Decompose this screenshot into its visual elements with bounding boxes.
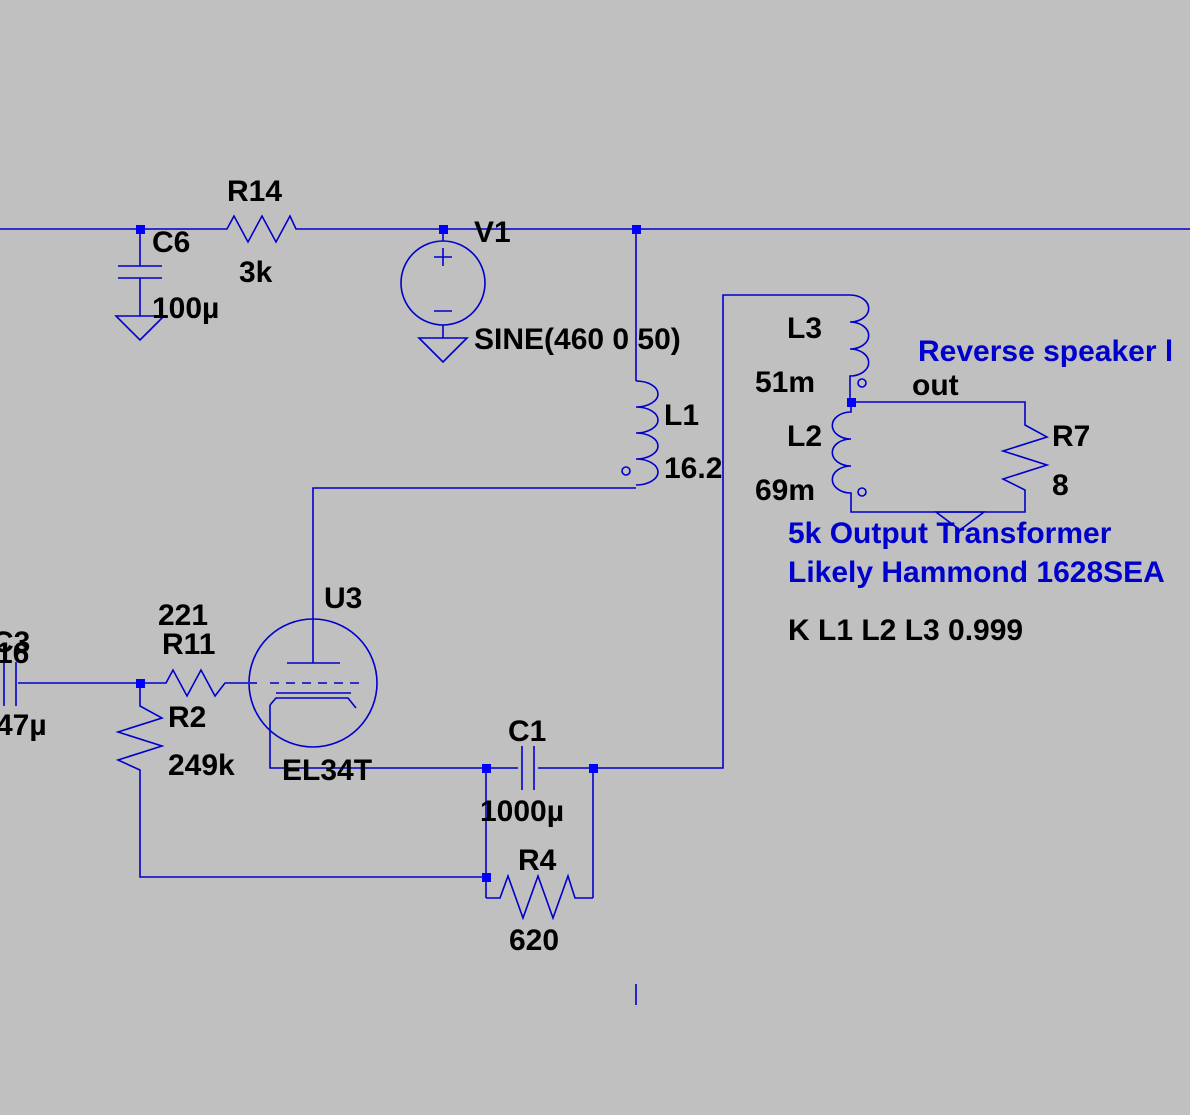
v1-ref: V1	[474, 216, 511, 249]
capacitor-c6-symbol[interactable]	[118, 265, 162, 279]
c6-ref: C6	[152, 226, 190, 259]
resistor-r4-symbol[interactable]	[486, 873, 593, 921]
left-cap-ref-b: 16	[0, 637, 29, 670]
wire-out-node[interactable]	[851, 401, 1026, 418]
wire-r7-bottom[interactable]	[850, 496, 1026, 513]
r7-value: 8	[1052, 469, 1069, 502]
v1-value: SINE(460 0 50)	[474, 323, 681, 356]
wires	[0, 228, 1190, 1005]
inductor-l2-symbol[interactable]	[831, 402, 867, 500]
u3-ref: U3	[324, 582, 362, 615]
l2-value: 69m	[755, 474, 815, 507]
tube-u3-symbol[interactable]	[248, 618, 378, 748]
ground-symbol-transformer	[933, 511, 987, 531]
left-cap-ref-a: C3	[0, 626, 30, 659]
ground-symbol-v1	[417, 337, 469, 364]
junction-node[interactable]	[136, 679, 145, 688]
r7-ref: R7	[1052, 420, 1090, 453]
symbols	[3, 214, 1050, 921]
junction-nodes	[136, 225, 856, 882]
l3-value: 51m	[755, 366, 815, 399]
comment-transformer-line2: Likely Hammond 1628SEA	[788, 556, 1165, 589]
comment-transformer-line1: 5k Output Transformer	[788, 517, 1112, 550]
junction-node[interactable]	[482, 764, 491, 773]
wire-cathode[interactable]	[269, 705, 518, 769]
r14-value: 3k	[239, 256, 273, 289]
l1-value: 16.2	[664, 452, 722, 485]
resistor-r7-symbol[interactable]	[1000, 418, 1050, 496]
resistor-r14-symbol[interactable]	[220, 214, 300, 244]
resistor-r11-symbol[interactable]	[160, 668, 229, 698]
resistor-r2-symbol[interactable]	[115, 700, 165, 776]
capacitor-c1-symbol[interactable]	[521, 746, 535, 790]
out-net-label: out	[912, 369, 959, 402]
r11-value: 221	[158, 599, 208, 632]
left-cap-value: 47µ	[0, 709, 47, 742]
capacitor-left-symbol[interactable]	[3, 662, 17, 706]
c1-ref: C1	[508, 715, 546, 748]
r2-ref: R2	[168, 701, 206, 734]
voltage-source-v1-symbol[interactable]	[400, 240, 486, 326]
wire-r2-bottom[interactable]	[139, 776, 486, 878]
junction-node[interactable]	[847, 398, 856, 407]
l1-ref: L1	[664, 399, 699, 432]
junction-node[interactable]	[589, 764, 598, 773]
junction-node[interactable]	[632, 225, 641, 234]
u3-value: EL34T	[282, 754, 372, 787]
r4-value: 620	[509, 924, 559, 957]
r2-value: 249k	[168, 749, 235, 782]
wire-l1-to-plate[interactable]	[312, 487, 636, 663]
inductor-l3-symbol[interactable]	[849, 294, 870, 402]
ground-symbol-c6	[114, 315, 166, 342]
c1-value: 1000µ	[480, 795, 564, 828]
wire-l3-primary[interactable]	[593, 294, 850, 769]
l2-ref: L2	[787, 420, 822, 453]
c6-value: 100µ	[152, 292, 219, 325]
comment-reverse-speaker: Reverse speaker l	[918, 335, 1173, 368]
junction-node[interactable]	[136, 225, 145, 234]
component-labels: C6 100µ R14 3k V1 SINE(460 0 50) L1 16.2…	[0, 175, 1090, 957]
l3-ref: L3	[787, 312, 822, 345]
r14-ref: R14	[227, 175, 282, 208]
inductor-l1-symbol[interactable]	[621, 380, 659, 486]
junction-node[interactable]	[439, 225, 448, 234]
junction-node[interactable]	[482, 873, 491, 882]
r11-ref: R11	[162, 628, 215, 661]
r4-ref: R4	[518, 844, 557, 877]
comments: Reverse speaker l 5k Output Transformer …	[788, 335, 1173, 647]
coupling-directive: K L1 L2 L3 0.999	[788, 614, 1023, 647]
